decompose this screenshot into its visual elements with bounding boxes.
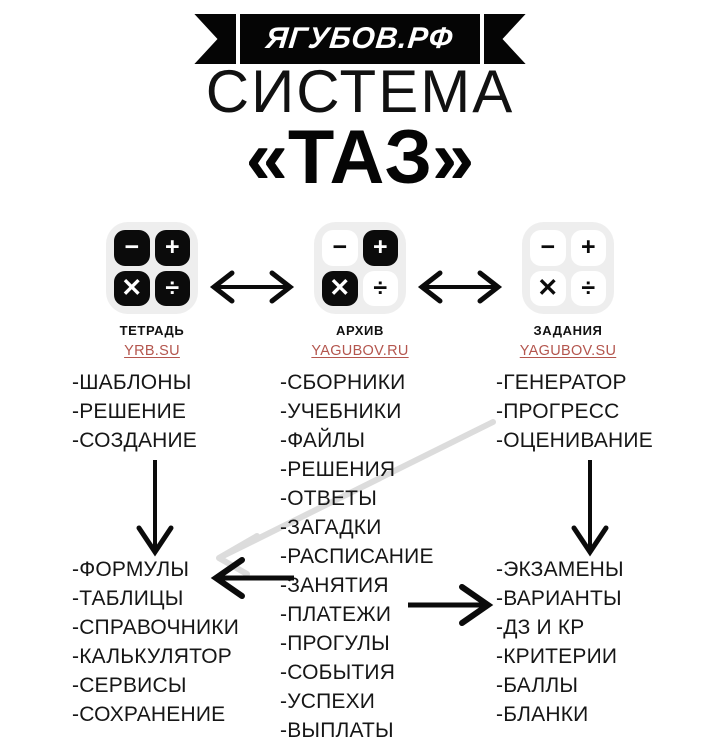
- list-item: -ПРОГРЕСС: [496, 400, 620, 423]
- list-item: -ПРОГУЛЫ: [280, 632, 390, 655]
- list-item: -УЧЕБНИКИ: [280, 400, 402, 423]
- multiply-key: ✕: [530, 270, 566, 306]
- list-item: -РЕШЕНИЯ: [280, 458, 396, 481]
- right-arrow-icon: [404, 584, 496, 626]
- list-item: -БЛАНКИ: [496, 703, 589, 726]
- list-item: -КАЛЬКУЛЯТОР: [72, 645, 232, 668]
- app-icons-row: − + ✕ ÷ ТЕТРАДЬ YRB.SU − + ✕ ÷ АРХИВ YAG…: [0, 222, 720, 359]
- list-item: -ГЕНЕРАТОР: [496, 371, 627, 394]
- list-zadaniya-top: -ГЕНЕРАТОР -ПРОГРЕСС -ОЦЕНИВАНИЕ: [496, 368, 716, 455]
- down-arrow-icon-right: [567, 458, 613, 558]
- calculator-icon-2: − + ✕ ÷: [314, 222, 406, 314]
- ribbon-tail-left-icon: [194, 14, 237, 64]
- list-item: -СПРАВОЧНИКИ: [72, 616, 240, 639]
- list-item: -ЗАГАДКИ: [280, 516, 382, 539]
- calculator-icon-1: − + ✕ ÷: [106, 222, 198, 314]
- app-icon-arhiv[interactable]: − + ✕ ÷ АРХИВ YAGUBOV.RU: [270, 222, 450, 359]
- list-item: -КРИТЕРИИ: [496, 645, 618, 668]
- app-icon-label-2: АРХИВ: [336, 323, 384, 338]
- left-arrow-icon: [208, 557, 296, 599]
- ribbon-tail-right-icon: [483, 14, 526, 64]
- app-icon-tetrad[interactable]: − + ✕ ÷ ТЕТРАДЬ YRB.SU: [62, 222, 242, 359]
- list-item: -СЕРВИСЫ: [72, 674, 187, 697]
- list-item: -ТАБЛИЦЫ: [72, 587, 184, 610]
- list-item: -ВЫПЛАТЫ: [280, 719, 394, 742]
- app-icon-link-2[interactable]: YAGUBOV.RU: [311, 343, 409, 359]
- down-arrow-icon-left: [132, 458, 178, 558]
- multiply-key: ✕: [322, 270, 358, 306]
- list-item: -ШАБЛОНЫ: [72, 371, 192, 394]
- list-item: -ДЗ И КР: [496, 616, 585, 639]
- list-tetrad-top: -ШАБЛОНЫ -РЕШЕНИЕ -СОЗДАНИЕ: [72, 368, 302, 455]
- list-item: -ФАЙЛЫ: [280, 429, 366, 452]
- list-arhiv: -СБОРНИКИ -УЧЕБНИКИ -ФАЙЛЫ -РЕШЕНИЯ -ОТВ…: [280, 368, 495, 745]
- plus-key: +: [154, 230, 190, 266]
- list-item: -БАЛЛЫ: [496, 674, 579, 697]
- list-item: -СОБЫТИЯ: [280, 661, 396, 684]
- app-icon-link-1[interactable]: YRB.SU: [124, 343, 180, 359]
- app-icon-link-3[interactable]: YAGUBOV.SU: [519, 343, 617, 359]
- list-item: -ОТВЕТЫ: [280, 487, 377, 510]
- minus-key: −: [114, 230, 150, 266]
- list-item: -ФОРМУЛЫ: [72, 558, 190, 581]
- list-item: -ЭКЗАМЕНЫ: [496, 558, 624, 581]
- plus-key: +: [362, 230, 398, 266]
- divide-key: ÷: [570, 270, 606, 306]
- list-item: -СОЗДАНИЕ: [72, 429, 198, 452]
- list-zadaniya-bottom: -ЭКЗАМЕНЫ -ВАРИАНТЫ -ДЗ И КР -КРИТЕРИИ -…: [496, 555, 624, 729]
- list-item: -УСПЕХИ: [280, 690, 376, 713]
- app-icon-label-1: ТЕТРАДЬ: [119, 323, 185, 338]
- minus-key: −: [322, 230, 358, 266]
- multiply-key: ✕: [114, 270, 150, 306]
- app-icon-label-3: ЗАДАНИЯ: [533, 323, 603, 338]
- app-icon-zadaniya[interactable]: − + ✕ ÷ ЗАДАНИЯ YAGUBOV.SU: [478, 222, 658, 359]
- list-item: -ЗАНЯТИЯ: [280, 574, 389, 597]
- minus-key: −: [530, 230, 566, 266]
- calculator-icon-3: − + ✕ ÷: [522, 222, 614, 314]
- list-item: -СБОРНИКИ: [280, 371, 406, 394]
- column-arhiv: -СБОРНИКИ -УЧЕБНИКИ -ФАЙЛЫ -РЕШЕНИЯ -ОТВ…: [280, 368, 495, 745]
- list-item: -СОХРАНЕНИЕ: [72, 703, 226, 726]
- page-title-line2: «ТАЗ»: [245, 115, 475, 200]
- list-item: -ОЦЕНИВАНИЕ: [496, 429, 653, 452]
- ribbon-body: ЯГУБОВ.РФ: [240, 14, 480, 64]
- column-tetrad: -ШАБЛОНЫ -РЕШЕНИЕ -СОЗДАНИЕ -ФОРМУЛЫ -ТА…: [72, 368, 302, 726]
- page-title-line1: СИСТЕМА: [205, 58, 515, 125]
- list-item: -ВАРИАНТЫ: [496, 587, 622, 610]
- plus-key: +: [570, 230, 606, 266]
- divide-key: ÷: [154, 270, 190, 306]
- list-item: -РЕШЕНИЕ: [72, 400, 187, 423]
- double-arrow-icon-2: [410, 270, 510, 304]
- list-item: -РАСПИСАНИЕ: [280, 545, 434, 568]
- divide-key: ÷: [362, 270, 398, 306]
- column-zadaniya: -ГЕНЕРАТОР -ПРОГРЕСС -ОЦЕНИВАНИЕ -ЭКЗАМЕ…: [496, 368, 716, 726]
- ribbon-banner: ЯГУБОВ.РФ: [0, 14, 720, 64]
- ribbon-label: ЯГУБОВ.РФ: [264, 22, 456, 55]
- list-item: -ПЛАТЕЖИ: [280, 603, 392, 626]
- double-arrow-icon-1: [202, 270, 302, 304]
